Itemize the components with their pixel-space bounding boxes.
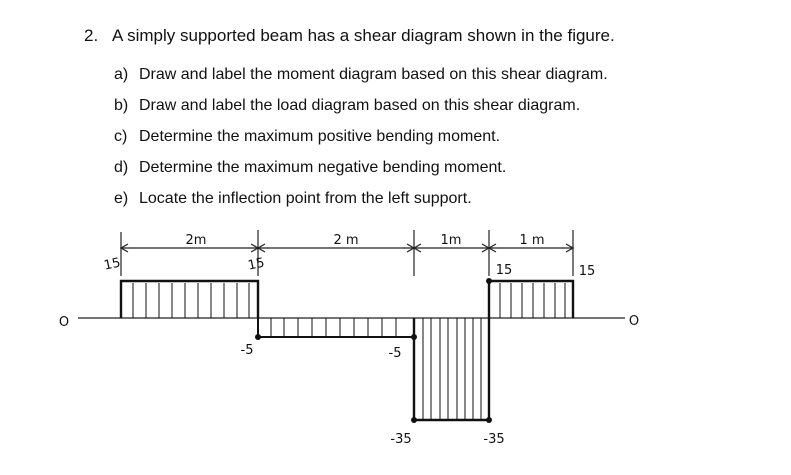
span-label: 1 m: [519, 233, 544, 248]
part-text: Draw and label the load diagram based on…: [139, 97, 581, 114]
part-text: Draw and label the moment diagram based …: [139, 66, 608, 83]
axis-left-label: O: [59, 315, 69, 330]
span-label: 1m: [441, 233, 462, 248]
question-text: A simply supported beam has a shear diag…: [112, 26, 615, 45]
part-text: Determine the maximum positive bending m…: [139, 128, 501, 145]
value-label: -5: [389, 346, 402, 361]
shear-segment-positive-2: [487, 279, 575, 318]
axis-right-label: O: [629, 314, 639, 329]
value-label: -35: [390, 432, 411, 447]
value-label: 15: [247, 256, 266, 274]
question-part-a: a) Draw and label the moment diagram base…: [114, 59, 608, 90]
corner-dot: [255, 334, 261, 340]
value-label: -35: [483, 432, 504, 447]
part-label: d): [114, 159, 129, 176]
shear-segment-positive-1: [119, 279, 260, 318]
value-label: 15: [579, 264, 596, 279]
part-label: b): [114, 97, 129, 114]
question-parts: a) Draw and label the moment diagram base…: [114, 59, 608, 214]
span-label: 2m: [186, 233, 207, 248]
question-heading: 2. A simply supported beam has a shear di…: [84, 26, 615, 46]
question-part-e: e) Locate the inflection point from the l…: [114, 183, 608, 214]
question-part-c: c) Determine the maximum positive bending…: [114, 121, 608, 152]
corner-dot: [486, 417, 492, 423]
shear-segment-negative-1: [257, 318, 415, 338]
part-text: Determine the maximum negative bending m…: [139, 159, 507, 176]
value-label: -5: [241, 343, 254, 358]
value-label: 15: [496, 263, 513, 278]
part-label: a): [114, 66, 129, 83]
question-number: 2.: [84, 26, 99, 45]
span-label: 2 m: [333, 233, 358, 248]
corner-dot: [411, 417, 417, 423]
value-label: 15: [103, 256, 122, 274]
shear-segment-negative-2: [412, 318, 491, 422]
part-label: e): [114, 190, 129, 207]
question-part-b: b) Draw and label the load diagram based …: [114, 90, 608, 121]
part-label: c): [114, 128, 128, 145]
dimension-line: [119, 230, 575, 276]
part-text: Locate the inflection point from the lef…: [139, 190, 472, 207]
question-part-d: d) Determine the maximum negative bending…: [114, 152, 608, 183]
